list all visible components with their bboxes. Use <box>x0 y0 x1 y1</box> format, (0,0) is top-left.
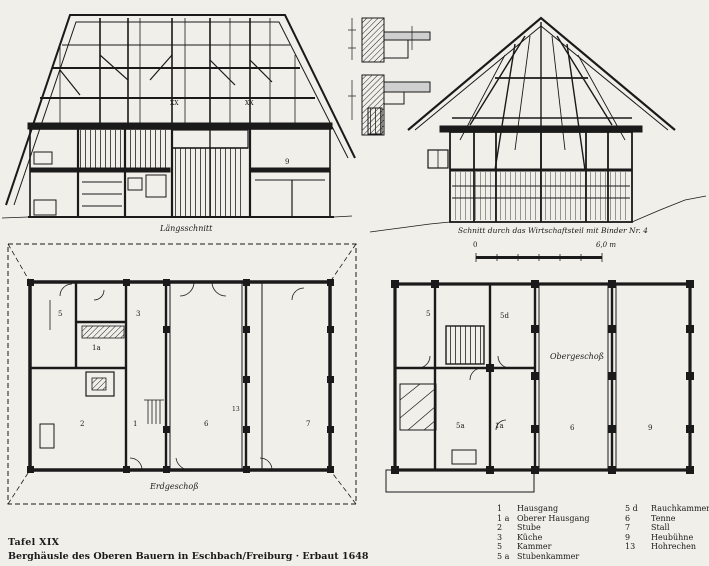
legend-entry: 2 Stube <box>497 523 590 533</box>
ground-room-13: 13 <box>232 406 240 413</box>
upper-room-5d: 5d <box>500 312 509 320</box>
legend-name: Stubenkammer <box>517 551 580 561</box>
legend-entry: 13 Hohrechen <box>625 542 709 552</box>
legend-name: Tenne <box>651 513 676 523</box>
joint-details <box>348 17 431 136</box>
legend-name: Heubühne <box>651 532 694 542</box>
plate-number: Tafel XIX <box>8 537 60 548</box>
upper-room-5: 5 <box>426 310 431 318</box>
plate-title: Berghäusle des Oberen Bauern in Eschbach… <box>8 551 369 562</box>
legend-name: Hohrechen <box>651 542 697 552</box>
legend-entry: 7 Stall <box>625 523 709 533</box>
cross-section-label: Schnitt durch das Wirtschaftsteil mit Bi… <box>458 226 648 235</box>
legend-entry: 5 a Stubenkammer <box>497 552 590 562</box>
binder-mark-a: XX <box>170 100 179 107</box>
legend-number: 5 d <box>625 504 638 513</box>
legend-entry: 9 Heubühne <box>625 533 709 543</box>
legend-name: Stube <box>517 523 541 533</box>
legend-right: 5 d Rauchkammer 6 Tenne 7 Stall 9 Heubühne 13 Hoh… <box>625 504 709 552</box>
legend-number: 9 <box>625 532 631 542</box>
legend-number: 2 <box>497 523 503 533</box>
legend-name: Kammer <box>517 542 552 552</box>
legend-name: Stall <box>651 523 670 533</box>
upper-floor-plan <box>385 280 694 493</box>
upper-room-6: 6 <box>570 424 575 432</box>
legend-entry: 3 Küche <box>497 533 590 543</box>
legend-entry: 1 Hausgang <box>497 504 590 514</box>
legend-name: Küche <box>517 532 543 542</box>
longitudinal-section <box>1 14 356 219</box>
legend-entry: 6 Tenne <box>625 514 709 524</box>
legend-number: 13 <box>625 542 636 552</box>
legend-number: 3 <box>497 532 503 542</box>
legend-entry: 5 d Rauchkammer <box>625 504 709 514</box>
scale-end-label: 6,0 m <box>596 241 616 249</box>
legend-entry: 5 Kammer <box>497 542 590 552</box>
cross-section <box>369 16 707 262</box>
legend-number: 6 <box>625 513 631 523</box>
binder-mark-b: XX <box>245 100 254 107</box>
ground-room-5: 5 <box>58 310 63 318</box>
legend-name: Oberer Hausgang <box>517 513 590 523</box>
legend-name: Hausgang <box>517 504 559 513</box>
legend-number: 5 <box>497 542 503 552</box>
section-room-9: 9 <box>285 158 290 166</box>
ground-room-7: 7 <box>306 420 311 428</box>
legend-number: 5 a <box>497 551 510 561</box>
upper-floor-label: Obergeschoß <box>550 352 604 361</box>
scale-start-label: 0 <box>473 241 478 249</box>
upper-room-1a: 1a <box>495 422 504 430</box>
legend-number: 7 <box>625 523 631 533</box>
legend-name: Rauchkammer <box>651 504 709 513</box>
ground-room-1a: 1a <box>92 344 101 352</box>
legend-number: 1 a <box>497 513 510 523</box>
ground-floor-plan <box>7 243 357 505</box>
legend-entry: 1 a Oberer Hausgang <box>497 514 590 524</box>
upper-room-9: 9 <box>648 424 653 432</box>
legend-number: 1 <box>497 504 503 513</box>
ground-floor-label: Erdgeschoß <box>150 482 199 491</box>
ground-room-3: 3 <box>136 310 141 318</box>
ground-room-2: 2 <box>80 420 85 428</box>
ground-room-1: 1 <box>133 420 138 428</box>
longitudinal-section-label: Längsschnitt <box>160 224 213 233</box>
ground-room-6: 6 <box>204 420 209 428</box>
upper-room-5a: 5a <box>456 422 465 430</box>
